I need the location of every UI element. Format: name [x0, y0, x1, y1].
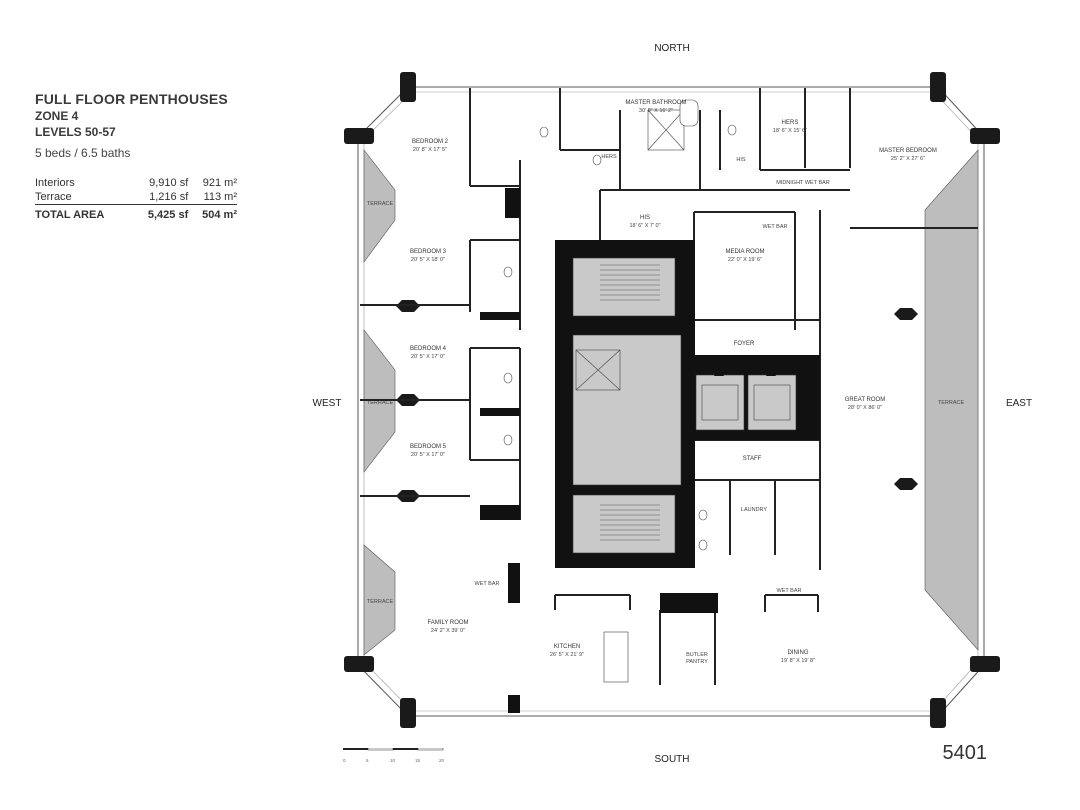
room-name-family: FAMILY ROOM [427, 620, 468, 626]
core-interior [572, 257, 797, 554]
room-name-kitchen: KITCHEN [554, 644, 580, 650]
area-row-terrace: Terrace 1,216 sf 113 m² [35, 190, 237, 205]
room-dims-hers: 18' 6" X 15' 6" [773, 128, 807, 134]
room-name-dining: DINING [788, 650, 809, 656]
room-dims-family: 24' 2" X 39' 0" [431, 628, 465, 634]
plan-info-panel: FULL FLOOR PENTHOUSES ZONE 4 LEVELS 50-5… [35, 90, 255, 222]
scale-bar: 0 5 10 15 20 [343, 747, 453, 773]
room-dims-master-bath: 30' 8" X 16' 2" [639, 108, 673, 114]
scale-tick: 15 [415, 758, 421, 763]
label-his-small: HIS [736, 157, 746, 163]
plan-title: FULL FLOOR PENTHOUSES [35, 91, 228, 107]
area-table: Interiors 9,910 sf 921 m² Terrace 1,216 … [35, 176, 237, 222]
area-m2: 921 m² [202, 177, 237, 189]
label-wet-bar-family: WET BAR [475, 581, 500, 587]
area-row-interiors: Interiors 9,910 sf 921 m² [35, 176, 237, 190]
elevator-shafts [575, 109, 791, 421]
label-wet-bar-dining: WET BAR [777, 588, 802, 594]
area-label: Terrace [35, 191, 72, 203]
area-label: Interiors [35, 177, 75, 189]
room-dims-his: 18' 6" X 7' 0" [629, 223, 660, 229]
scale-tick: 0 [343, 758, 346, 763]
room-name-bedroom3: BEDROOM 3 [410, 249, 447, 255]
room-dims-bedroom3: 20' 5" X 18' 0" [411, 257, 445, 263]
bath-fixtures [503, 99, 737, 683]
plan-levels: LEVELS 50-57 [35, 125, 116, 139]
room-dims-kitchen: 26' 5" X 21' 9" [550, 652, 584, 658]
beds-baths: 5 beds / 6.5 baths [35, 146, 131, 160]
scale-bar-graphic: 0 5 10 15 20 [343, 747, 445, 763]
terrace-west-lower [363, 544, 396, 656]
compass-east: EAST [1006, 398, 1032, 409]
room-labels: MASTER BATHROOM 30' 8" X 16' 2" HERS 18'… [410, 100, 937, 665]
compass-north: NORTH [654, 43, 689, 54]
terrace-east [924, 149, 979, 651]
terraces [363, 149, 979, 656]
terrace-label-west-upper: TERRACE [367, 201, 394, 207]
terrace-label-west-middle: TERRACE [367, 400, 394, 406]
elevator-arrow-icons [714, 368, 776, 376]
scale-tick: 20 [439, 758, 445, 763]
label-laundry: LAUNDRY [741, 507, 768, 513]
room-dims-great: 28' 0" X 86' 0" [848, 405, 882, 411]
room-name-bedroom4: BEDROOM 4 [410, 346, 447, 352]
room-name-hers: HERS [782, 120, 799, 126]
label-butler: BUTLER [686, 652, 708, 658]
terrace-west-upper [363, 149, 396, 263]
room-dims-bedroom5: 20' 5" X 17' 0" [411, 452, 445, 458]
label-hers-small: HERS [601, 154, 617, 160]
label-midnight-wet-bar: MIDNIGHT WET BAR [776, 180, 830, 186]
scale-tick: 5 [366, 758, 369, 763]
unit-number: 5401 [942, 742, 988, 764]
area-total-sf: 5,425 sf [131, 204, 189, 222]
area-sf: 9,910 sf [149, 177, 189, 189]
plan-zone: ZONE 4 [35, 109, 79, 123]
label-foyer: FOYER [734, 341, 755, 347]
compass-west: WEST [313, 398, 342, 409]
area-total-label: TOTAL AREA [35, 204, 132, 222]
label-staff: STAFF [743, 456, 762, 462]
room-name-bedroom2: BEDROOM 2 [412, 139, 449, 145]
compass-south: SOUTH [655, 754, 690, 765]
stairs [600, 264, 660, 541]
room-name-his: HIS [640, 215, 650, 221]
room-dims-bedroom2: 20' 8" X 17' 5" [413, 147, 447, 153]
terrace-label-east: TERRACE [938, 400, 965, 406]
room-dims-bedroom4: 20' 5" X 17' 0" [411, 354, 445, 360]
area-row-total: TOTAL AREA 5,425 sf 504 m² [35, 204, 237, 222]
room-name-master-bed: MASTER BEDROOM [879, 148, 937, 154]
structural-columns [344, 72, 1000, 728]
area-total-m2: 504 m² [188, 204, 237, 222]
room-name-great: GREAT ROOM [845, 397, 885, 403]
room-dims-media: 22' 0" X 19' 6" [728, 257, 762, 263]
room-name-bedroom5: BEDROOM 5 [410, 444, 447, 450]
room-dims-master-bed: 25' 2" X 27' 6" [891, 156, 925, 162]
label-pantry: PANTRY [686, 659, 708, 665]
room-name-media: MEDIA ROOM [725, 249, 764, 255]
scale-tick: 10 [390, 758, 396, 763]
terrace-label-west-lower: TERRACE [367, 599, 394, 605]
room-name-master-bath: MASTER BATHROOM [626, 100, 687, 106]
area-sf: 1,216 sf [149, 191, 189, 203]
room-dims-dining: 19' 8" X 19' 8" [781, 658, 815, 664]
area-m2: 113 m² [203, 191, 237, 203]
label-wet-bar-media: WET BAR [763, 224, 788, 230]
